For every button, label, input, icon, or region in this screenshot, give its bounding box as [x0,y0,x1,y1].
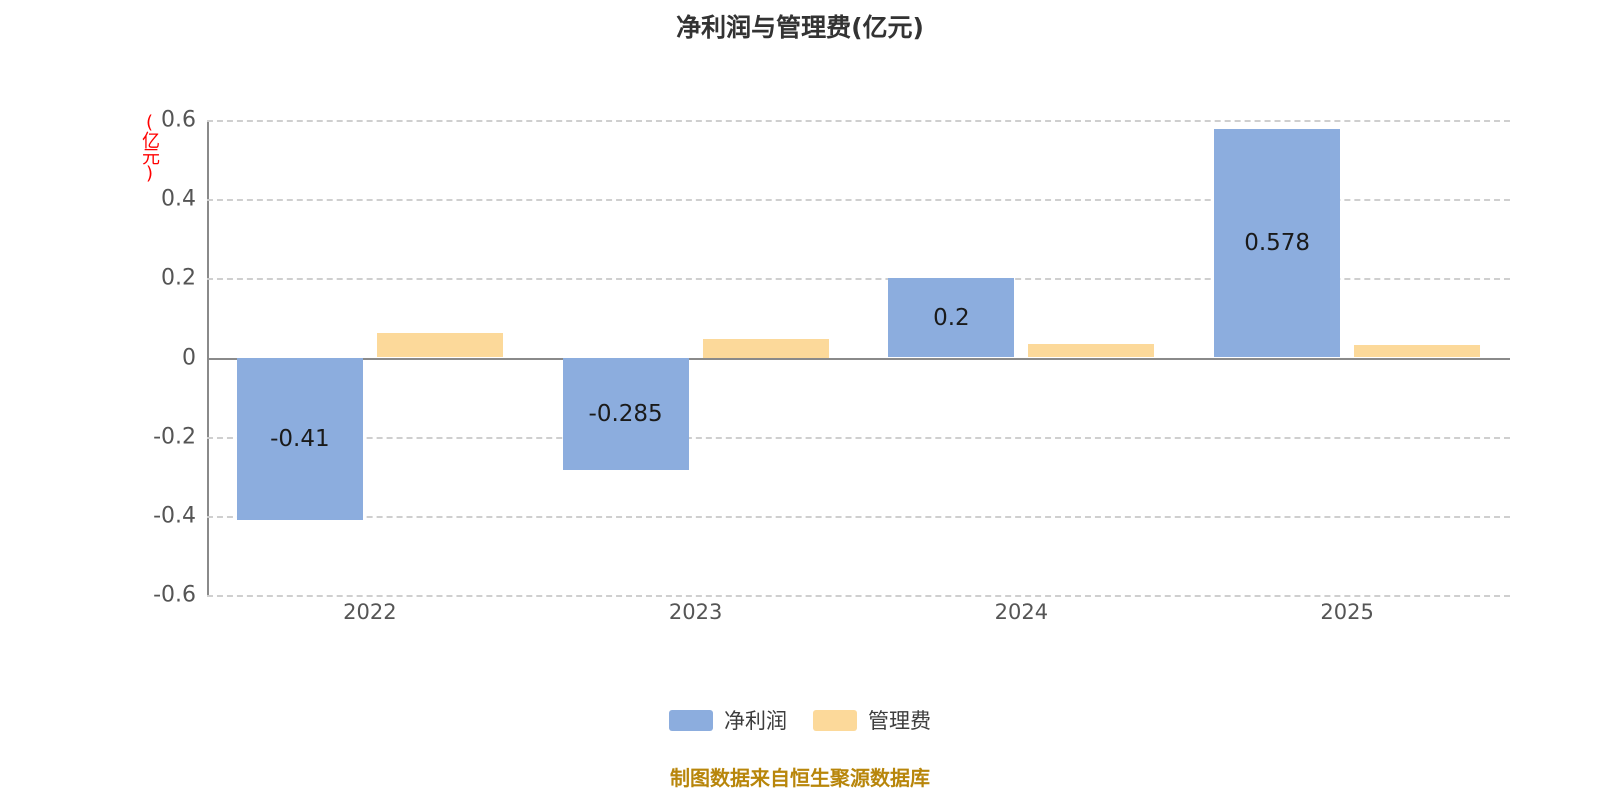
bar-value-label: -0.41 [270,425,330,452]
chart-legend: 净利润 管理费 [0,705,1600,735]
y-tick-label: 0.2 [161,265,196,291]
y-axis-unit-label: (亿元) [139,112,160,182]
legend-label: 管理费 [868,709,931,733]
bar-net-profit[interactable] [236,357,363,520]
bar-net-profit[interactable] [562,357,689,471]
y-tick-label: -0.2 [153,424,196,450]
legend-swatch-icon [669,709,713,731]
bar-net-profit[interactable] [888,278,1015,358]
y-tick-label: 0 [182,345,196,370]
bar-value-label: -0.285 [588,400,663,427]
bar-admin-fee[interactable] [376,332,503,358]
gridline [207,515,1510,518]
legend-item-admin[interactable]: 管理费 [813,705,931,735]
legend-swatch-icon [813,709,857,731]
bar-admin-fee[interactable] [702,338,829,358]
legend-item-net[interactable]: 净利润 [669,705,787,735]
gridline [207,120,1510,122]
x-tick-label: 2022 [343,600,397,624]
gridline [207,436,1510,439]
bar-value-label: 0.2 [933,304,970,331]
gridline [207,278,1510,281]
zero-line [207,357,1510,360]
legend-label: 净利润 [724,709,787,733]
y-tick-label: -0.6 [153,582,196,608]
bar-value-label: 0.578 [1244,230,1311,257]
y-tick-label: 0.4 [161,186,196,212]
bar-admin-fee[interactable] [1354,344,1481,358]
bar-net-profit[interactable] [1214,128,1341,358]
y-tick-label: 0.6 [161,107,196,133]
gridline [207,595,1510,597]
gridline [207,199,1510,202]
footer-source-note: 制图数据来自恒生聚源数据库 [670,766,930,790]
y-tick-label: -0.4 [153,503,196,529]
plot-area: -0.41 -0.285 0.2 0.578 [207,120,1510,597]
chart-title: 净利润与管理费(亿元) [676,13,924,42]
x-tick-label: 2025 [1320,600,1374,624]
bar-admin-fee[interactable] [1028,344,1155,358]
x-tick-label: 2024 [994,600,1049,624]
x-tick-label: 2023 [668,600,723,624]
